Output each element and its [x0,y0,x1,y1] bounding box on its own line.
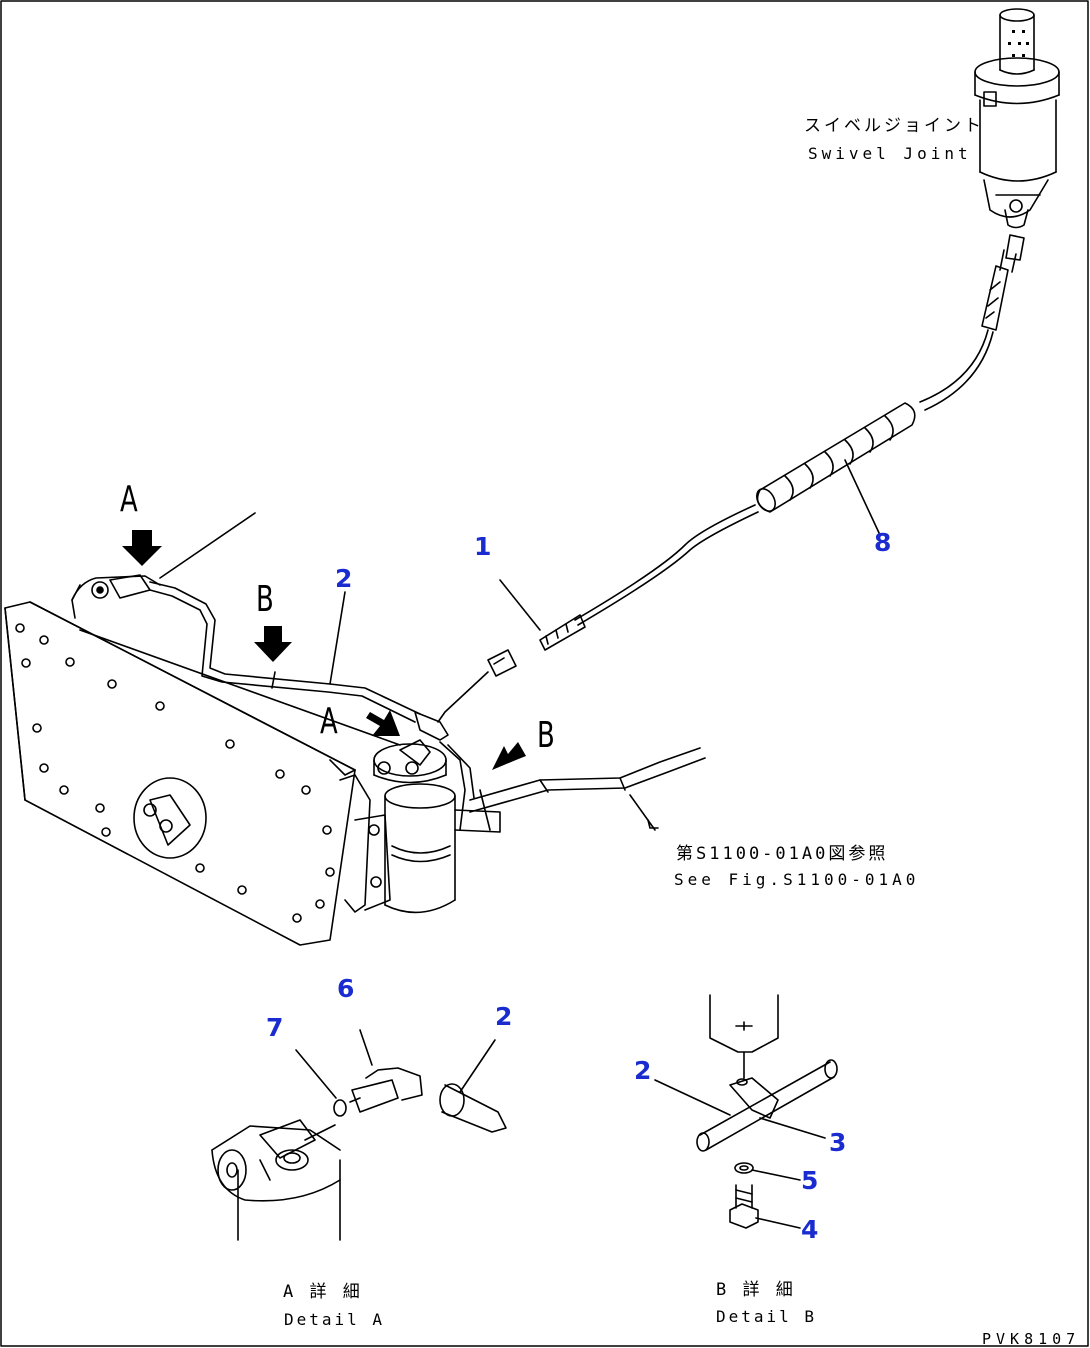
view-label-b-mid: B [537,715,555,756]
callout-7: 7 [266,1013,284,1042]
callout-8: 8 [874,528,892,557]
swivel-joint [974,8,1060,229]
swivel-joint-label-en: Swivel Joint [808,144,972,163]
detail-a-title-en: Detail A [284,1310,386,1329]
detail-a-drawing [211,1029,507,1241]
drawing-code: PVK8107 [982,1330,1081,1348]
view-label-a-top: A [120,479,138,520]
detail-b-title-en: Detail B [716,1307,818,1326]
view-arrows [122,530,526,770]
arrow-a-top [122,530,162,566]
callout-3: 3 [829,1128,847,1157]
arrow-b-top [254,626,292,662]
hose-line [437,504,759,723]
arrow-a-mid [366,710,400,736]
detail-b-drawing [654,994,838,1229]
callout-6: 6 [337,974,355,1003]
pipe-assembly [149,512,449,741]
view-label-b-top: B [256,579,274,620]
see-fig-label-en: See Fig.S1100-01A0 [674,870,920,889]
callout-2-main: 2 [335,564,353,593]
motor-bolt-holes [15,623,335,923]
detail-a-title-jp: A 詳 細 [283,1282,363,1302]
right-pipe [469,747,706,831]
swivel-joint-label-jp: スイベルジョイント [804,116,984,136]
arrow-b-mid [492,742,526,770]
view-label-a-mid: A [320,701,338,742]
see-fig-label-jp: 第S1100-01A0図参照 [676,844,889,864]
cylinder-component [339,739,501,914]
callout-1: 1 [474,532,492,561]
callout-5: 5 [801,1166,819,1195]
detail-b-title-jp: B 詳 細 [716,1280,796,1300]
callout-4: 4 [801,1215,819,1244]
swivel-hose [919,234,1025,411]
callout-2-detail-a: 2 [495,1002,513,1031]
callout-2-detail-b: 2 [634,1056,652,1085]
hose-protector [756,402,916,536]
travel-motor [4,574,401,946]
